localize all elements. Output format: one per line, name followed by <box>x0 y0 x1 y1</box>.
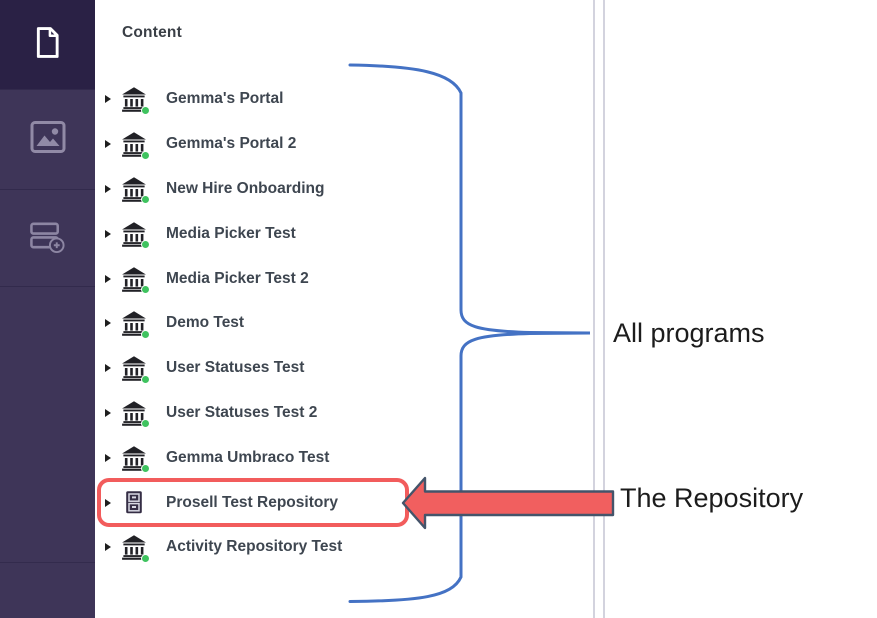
content-tree: Gemma's Portal Gemma's Por <box>95 77 593 570</box>
tree-row[interactable]: Prosell Test Repository <box>95 480 593 525</box>
status-dot <box>141 195 150 205</box>
tree-row[interactable]: Gemma Umbraco Test <box>95 435 593 480</box>
expand-caret-icon[interactable] <box>105 229 111 238</box>
content-tree-panel: Content Gemma's Portal <box>95 0 593 618</box>
tree-item-label[interactable]: Gemma's Portal <box>166 90 284 108</box>
bank-icon <box>120 131 150 160</box>
tree-row[interactable]: Gemma's Portal 2 <box>95 122 593 167</box>
panel-splitter[interactable] <box>593 0 605 618</box>
annotation-panel: All programs The Repository <box>605 0 877 618</box>
tree-item-label[interactable]: Demo Test <box>166 314 245 332</box>
tree-item-label[interactable]: Gemma's Portal 2 <box>166 135 297 153</box>
status-dot <box>141 374 150 384</box>
sidebar-bottom-section <box>0 562 95 618</box>
tree-item-label[interactable]: User Statuses Test 2 <box>166 403 318 421</box>
bank-icon <box>120 310 150 339</box>
status-dot <box>141 464 150 474</box>
tree-row[interactable]: New Hire Onboarding <box>95 167 593 212</box>
tree-row[interactable]: Media Picker Test <box>95 211 593 256</box>
expand-caret-icon[interactable] <box>105 95 111 104</box>
expand-caret-icon[interactable] <box>105 364 111 373</box>
tree-item-label[interactable]: New Hire Onboarding <box>166 179 325 197</box>
document-icon <box>34 26 61 64</box>
bank-icon <box>120 265 150 295</box>
sidebar-item-media[interactable] <box>0 90 95 190</box>
tree-item-label[interactable]: Gemma Umbraco Test <box>166 448 330 466</box>
expand-caret-icon[interactable] <box>105 543 111 552</box>
status-dot <box>141 285 150 295</box>
image-icon <box>30 120 66 159</box>
all-programs-label: All programs <box>613 318 765 348</box>
tree-row[interactable]: Demo Test <box>95 301 593 346</box>
tree-row[interactable]: User Statuses Test <box>95 346 593 391</box>
bank-icon <box>120 444 150 474</box>
the-repository-label: The Repository <box>620 483 804 513</box>
status-dot <box>141 419 150 429</box>
status-dot <box>141 240 150 250</box>
bank-icon <box>120 534 150 563</box>
bank-icon <box>120 220 150 250</box>
status-dot <box>141 105 150 115</box>
status-dot <box>141 329 150 339</box>
cabinet-icon <box>120 489 147 516</box>
tree-item-label[interactable]: Activity Repository Test <box>166 538 343 556</box>
sidebar-item-lists[interactable] <box>0 190 95 287</box>
status-dot <box>141 553 150 563</box>
expand-caret-icon[interactable] <box>105 184 111 193</box>
expand-caret-icon[interactable] <box>105 319 111 328</box>
tree-header: Content <box>122 24 182 41</box>
tree-row[interactable]: Activity Repository Test <box>95 525 593 570</box>
tree-item-label[interactable]: Media Picker Test 2 <box>166 269 309 287</box>
expand-caret-icon[interactable] <box>105 408 111 417</box>
bank-icon <box>120 86 150 115</box>
expand-caret-icon[interactable] <box>105 498 111 507</box>
sidebar-item-content[interactable] <box>0 0 95 90</box>
expand-caret-icon[interactable] <box>105 140 111 149</box>
app-sidebar <box>0 0 95 618</box>
tree-row[interactable]: User Statuses Test 2 <box>95 391 593 436</box>
bank-icon <box>120 399 150 429</box>
sidebar-spacer <box>0 287 95 562</box>
tree-item-label[interactable]: Prosell Test Repository <box>166 493 338 511</box>
expand-caret-icon[interactable] <box>105 453 111 462</box>
status-dot <box>141 150 150 160</box>
bank-icon <box>120 175 150 205</box>
expand-caret-icon[interactable] <box>105 274 111 283</box>
bank-icon <box>120 355 150 384</box>
tree-row[interactable]: Gemma's Portal <box>95 77 593 122</box>
tree-item-label[interactable]: User Statuses Test <box>166 359 305 377</box>
tree-item-label[interactable]: Media Picker Test <box>166 224 296 242</box>
tree-row[interactable]: Media Picker Test 2 <box>95 256 593 301</box>
list-add-icon <box>29 217 66 259</box>
